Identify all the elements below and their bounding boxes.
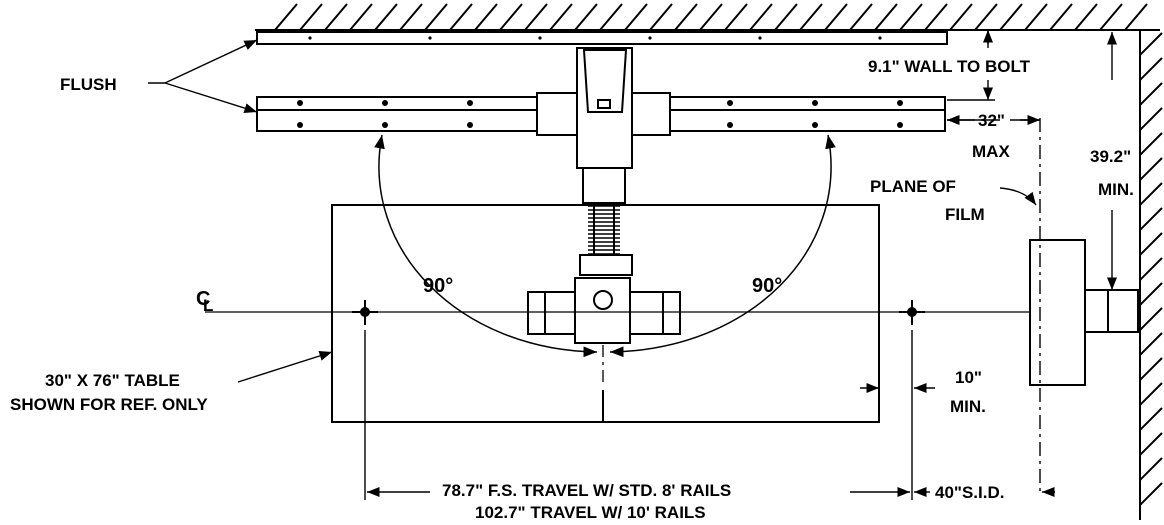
rotation-arcs: [374, 134, 836, 358]
label-centerline: C: [196, 288, 210, 310]
film-holder: [1029, 239, 1139, 386]
label-sid: 40"S.I.D.: [935, 483, 1004, 502]
label-plane-of: PLANE OF: [870, 177, 956, 196]
label-angle-right: 90°: [752, 275, 782, 297]
label-table-2: SHOWN FOR REF. ONLY: [10, 395, 208, 414]
label-min-10: MIN.: [950, 397, 986, 416]
top-rail-dots: [308, 36, 882, 40]
label-film: FILM: [945, 205, 985, 224]
wall-hatch: [255, 3, 1163, 520]
target-left: [352, 300, 378, 325]
leader-lines: [148, 39, 1037, 383]
dimension-lines: [364, 30, 1118, 500]
label-angle-left: 90°: [423, 275, 453, 297]
rail-bolts: [297, 100, 903, 128]
label-travel-std: 78.7" F.S. TRAVEL W/ STD. 8' RAILS: [442, 481, 731, 500]
tube-head: [527, 254, 681, 344]
label-39: 39.2": [1090, 147, 1131, 166]
reference-table: [331, 204, 880, 423]
label-centerline-l: L: [203, 296, 213, 315]
label-wall-to-bolt: 9.1" WALL TO BOLT: [868, 57, 1031, 76]
label-travel-10: 102.7" TRAVEL W/ 10' RAILS: [475, 503, 706, 522]
label-32: 32": [978, 111, 1005, 130]
label-min-right: MIN.: [1098, 180, 1134, 199]
label-flush: FLUSH: [60, 75, 117, 94]
wall-mount-rail: [256, 31, 948, 45]
label-max: MAX: [972, 142, 1010, 161]
label-10: 10": [955, 368, 982, 387]
label-table-1: 30" X 76" TABLE: [45, 371, 180, 390]
target-right: [899, 300, 925, 325]
